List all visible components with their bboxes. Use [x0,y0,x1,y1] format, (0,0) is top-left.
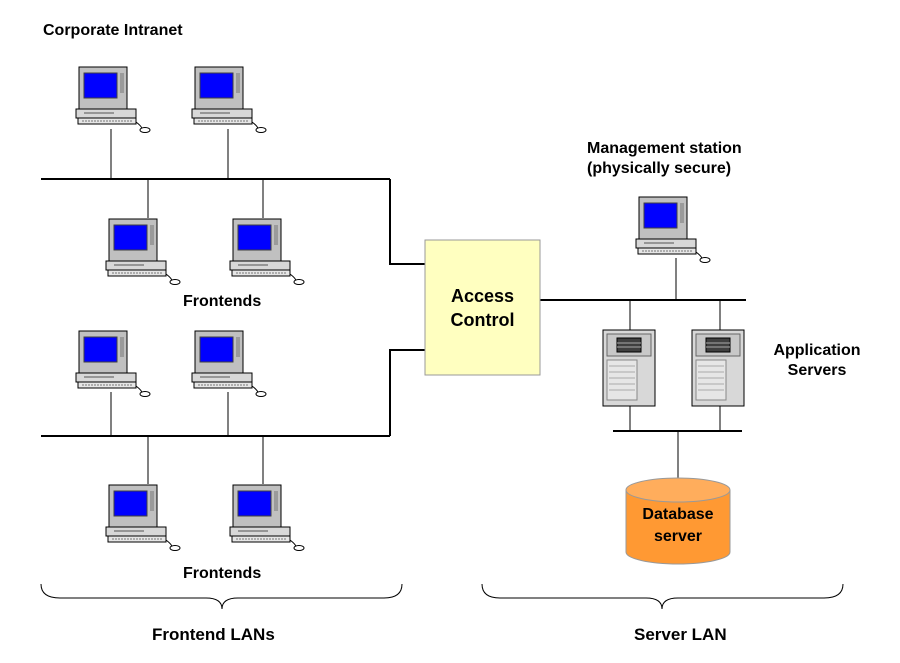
frontend-pc-1-icon [105,218,181,285]
frontends-top-label: Frontends [183,293,262,310]
corporate-intranet-label: Corporate Intranet [43,22,183,39]
management-station-line-2: (physically secure) [587,160,732,177]
frontend-pc-6-icon [229,484,305,551]
server-lan-brace [481,583,844,610]
drop-lines [110,129,721,484]
access-control-label: Access Control [425,284,540,333]
frontends-bottom-label: Frontends [183,565,262,582]
intranet-pc-1-icon [75,66,151,133]
frontend-pc-4-icon [191,330,267,397]
application-servers-line-2: Servers [787,362,847,379]
database-server-line-2: server [653,527,703,545]
application-server-1-icon [602,329,656,407]
frontend-pc-3-icon [75,330,151,397]
database-server-line-1: Database [642,506,714,523]
frontend-lan-1-link [389,179,427,265]
application-servers-label: Application Servers [762,341,872,381]
frontend-lan-2-link [389,349,427,436]
server-lan-label: Server LAN [634,625,727,644]
access-control-line-1: Access [450,286,515,306]
frontend-lans-brace [40,583,403,610]
access-control-box [424,239,541,376]
management-station-label: Management station (physically secure) [587,139,742,179]
application-servers-line-1: Application [773,342,861,359]
frontend-pc-5-icon [105,484,181,551]
management-station-line-1: Management station [587,140,742,157]
intranet-pc-2-icon [191,66,267,133]
application-server-2-icon [691,329,745,407]
frontend-pc-2-icon [229,218,305,285]
management-station-icon [635,196,711,263]
database-cylinder-icon [625,477,731,565]
database-server-label: Database server [626,504,730,547]
frontend-lans-label: Frontend LANs [152,625,275,644]
access-control-line-2: Control [450,310,515,331]
